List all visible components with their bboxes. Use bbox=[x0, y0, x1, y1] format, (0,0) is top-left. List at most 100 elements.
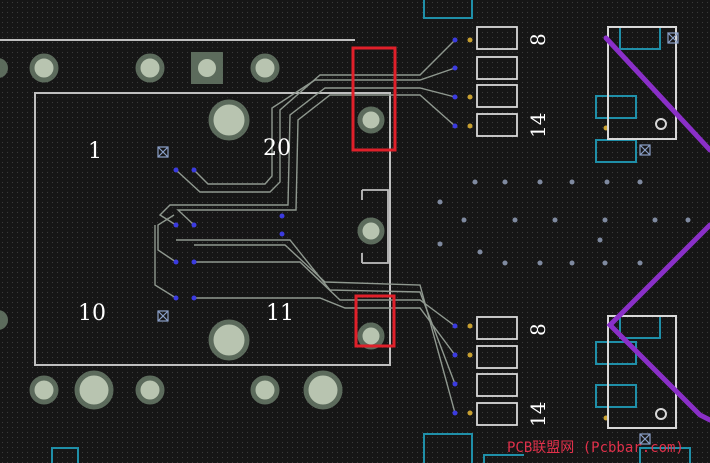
via bbox=[173, 167, 179, 173]
pad bbox=[357, 217, 385, 245]
via bbox=[191, 259, 197, 265]
trace bbox=[154, 225, 177, 299]
grey-via bbox=[604, 179, 610, 185]
smd-pad bbox=[476, 345, 518, 369]
via-marker bbox=[667, 32, 679, 44]
via-marker bbox=[667, 32, 679, 44]
cyan-outline bbox=[595, 139, 637, 163]
via bbox=[191, 167, 197, 173]
via bbox=[279, 231, 285, 237]
smd-pad bbox=[476, 26, 518, 50]
purple-trace-group bbox=[603, 35, 710, 423]
via bbox=[191, 222, 197, 228]
smd-pad bbox=[476, 316, 518, 340]
pad bbox=[208, 99, 250, 141]
purple-trace bbox=[606, 222, 710, 423]
via-marker bbox=[639, 144, 651, 156]
via-marker bbox=[157, 310, 169, 322]
chip-x-group bbox=[639, 32, 679, 445]
smd-pad-group bbox=[476, 26, 518, 426]
gold-dot bbox=[467, 123, 473, 129]
via-marker bbox=[639, 433, 651, 445]
grey-via bbox=[637, 260, 643, 266]
grey-via bbox=[637, 179, 643, 185]
grey-via bbox=[537, 260, 543, 266]
pad bbox=[0, 58, 8, 78]
gold-dot bbox=[467, 94, 473, 100]
via bbox=[191, 295, 197, 301]
grey-via-field bbox=[437, 179, 691, 266]
cyan-outline-group bbox=[51, 0, 691, 463]
grey-via bbox=[477, 249, 483, 255]
pad bbox=[250, 375, 280, 405]
cyan-outline bbox=[423, 0, 473, 19]
gold-dot bbox=[467, 37, 473, 43]
square-pad-hole bbox=[198, 59, 216, 77]
pad-label-8-top: 8 bbox=[526, 33, 550, 46]
via bbox=[452, 123, 458, 129]
grey-via bbox=[597, 237, 603, 243]
cyan-outline bbox=[483, 454, 524, 463]
chip-outline bbox=[607, 26, 677, 140]
via-marker bbox=[157, 146, 169, 158]
pad-label-14-top: 14 bbox=[526, 113, 550, 138]
pad bbox=[135, 375, 165, 405]
via-x-group bbox=[157, 146, 169, 322]
via-marker bbox=[157, 310, 169, 322]
via-marker bbox=[639, 433, 651, 445]
watermark: PCB联盟网 (Pcbbar.com) bbox=[507, 440, 684, 456]
grey-via bbox=[472, 179, 478, 185]
via bbox=[452, 323, 458, 329]
cyan-outline bbox=[595, 95, 637, 119]
trace bbox=[194, 261, 456, 327]
via bbox=[452, 65, 458, 71]
trace bbox=[157, 214, 177, 263]
pad bbox=[29, 53, 59, 83]
grey-via bbox=[537, 179, 543, 185]
via bbox=[173, 295, 179, 301]
via-group bbox=[173, 37, 458, 416]
pad bbox=[135, 53, 165, 83]
gold-dot bbox=[467, 323, 473, 329]
trace-group bbox=[154, 39, 456, 414]
trace bbox=[194, 244, 456, 414]
via-marker bbox=[639, 144, 651, 156]
trace bbox=[175, 39, 456, 193]
grey-via bbox=[685, 217, 691, 223]
via bbox=[173, 222, 179, 228]
pad-group bbox=[29, 53, 385, 410]
cyan-outline bbox=[423, 433, 473, 463]
grey-via bbox=[602, 260, 608, 266]
cyan-outline bbox=[619, 26, 661, 50]
pad bbox=[0, 310, 8, 330]
grey-via bbox=[502, 179, 508, 185]
grey-via bbox=[512, 217, 518, 223]
purple-trace bbox=[603, 35, 710, 153]
grey-via bbox=[552, 217, 558, 223]
pad bbox=[303, 370, 343, 410]
smd-pad bbox=[476, 56, 518, 80]
chip-pin1 bbox=[655, 408, 667, 420]
gold-dot bbox=[467, 352, 473, 358]
via bbox=[173, 259, 179, 265]
via bbox=[452, 381, 458, 387]
cyan-outline bbox=[595, 384, 637, 408]
pin-label-1: 1 bbox=[88, 139, 102, 164]
chip-pin1 bbox=[655, 118, 667, 130]
grey-via bbox=[461, 217, 467, 223]
trace bbox=[176, 94, 456, 226]
pad bbox=[29, 375, 59, 405]
pad bbox=[357, 106, 385, 134]
pin-label-11: 11 bbox=[266, 301, 294, 326]
via bbox=[279, 213, 285, 219]
cyan-outline bbox=[639, 447, 691, 463]
via bbox=[452, 94, 458, 100]
trace bbox=[176, 239, 456, 385]
smd-pad bbox=[476, 402, 518, 426]
via bbox=[452, 37, 458, 43]
chip-outline bbox=[607, 315, 677, 429]
trace bbox=[158, 87, 456, 226]
highlight-box-top bbox=[351, 46, 397, 152]
grey-via bbox=[569, 179, 575, 185]
